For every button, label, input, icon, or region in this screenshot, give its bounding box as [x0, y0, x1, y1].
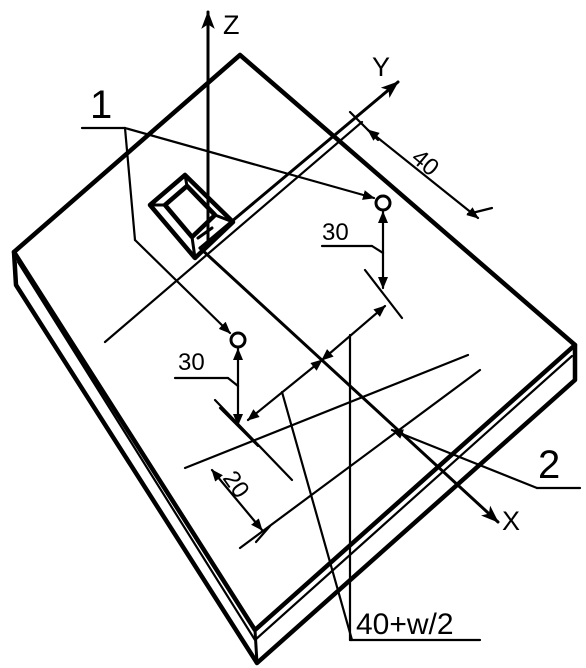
- z-axis-label: Z: [223, 10, 240, 40]
- dim-30-upper: [320, 210, 404, 320]
- locating-pin-upper: [374, 194, 392, 212]
- plate-body: [11, 52, 578, 666]
- callout-1-label: 1: [90, 83, 112, 127]
- dim-chain-diagonal: [246, 304, 387, 422]
- dim-30-lower: [173, 347, 260, 448]
- dim-20-label: 20: [217, 466, 254, 503]
- construction-lines: [103, 120, 482, 550]
- callout-2-label: 2: [538, 443, 560, 487]
- callout-2-leader: [390, 428, 582, 490]
- dim-40-top-label: 40: [406, 144, 444, 182]
- dim-20: [210, 468, 272, 544]
- dim-40-w2-leaders: [280, 333, 482, 642]
- callout-1-leaders: [80, 126, 376, 335]
- locating-pin-lower: [229, 331, 247, 349]
- y-axis: [198, 80, 400, 250]
- square-hole-fixture: [147, 172, 236, 261]
- dim-40-top: [348, 110, 494, 220]
- x-axis-label: X: [502, 506, 520, 536]
- y-axis-label: Y: [372, 52, 390, 82]
- dim-30-lower-label: 30: [178, 349, 205, 376]
- dim-30-upper-label: 30: [322, 219, 349, 246]
- dim-40-w2-label: 40+w/2: [356, 608, 454, 641]
